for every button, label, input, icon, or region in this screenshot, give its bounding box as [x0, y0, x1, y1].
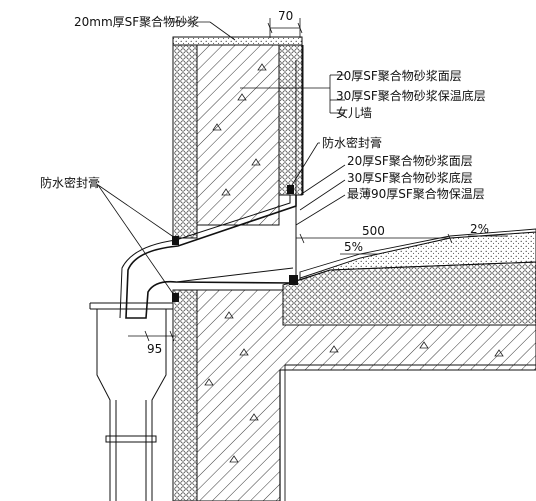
- label-top-mortar: 20mm厚SF聚合物砂浆: [74, 14, 199, 29]
- label-roof-insulation: 最薄90厚SF聚合物保温层: [347, 186, 485, 201]
- label-wall-face-layer: 20厚SF聚合物砂浆面层: [336, 68, 462, 83]
- dim-95: 95: [147, 342, 162, 356]
- parapet-wall: [172, 36, 304, 239]
- label-roof-base-layer: 30厚SF聚合物砂浆底层: [347, 170, 473, 185]
- gutter-downpipe: [89, 302, 173, 501]
- roof-layers: [282, 195, 536, 326]
- slope-label-b: 5%: [344, 240, 363, 254]
- label-sealant-right: 防水密封膏: [322, 135, 382, 150]
- label-wall-base-layer: 30厚SF聚合物砂浆保温底层: [336, 88, 486, 103]
- label-roof-face-layer: 20厚SF聚合物砂浆面层: [347, 153, 473, 168]
- dim-top: 70: [278, 9, 293, 23]
- slope-label-a: 2%: [470, 222, 489, 236]
- label-sealant-left: 防水密封膏: [40, 175, 100, 190]
- dim-500: 500: [362, 224, 385, 238]
- leader-lines: [97, 18, 508, 342]
- label-parapet: 女儿墙: [336, 105, 372, 120]
